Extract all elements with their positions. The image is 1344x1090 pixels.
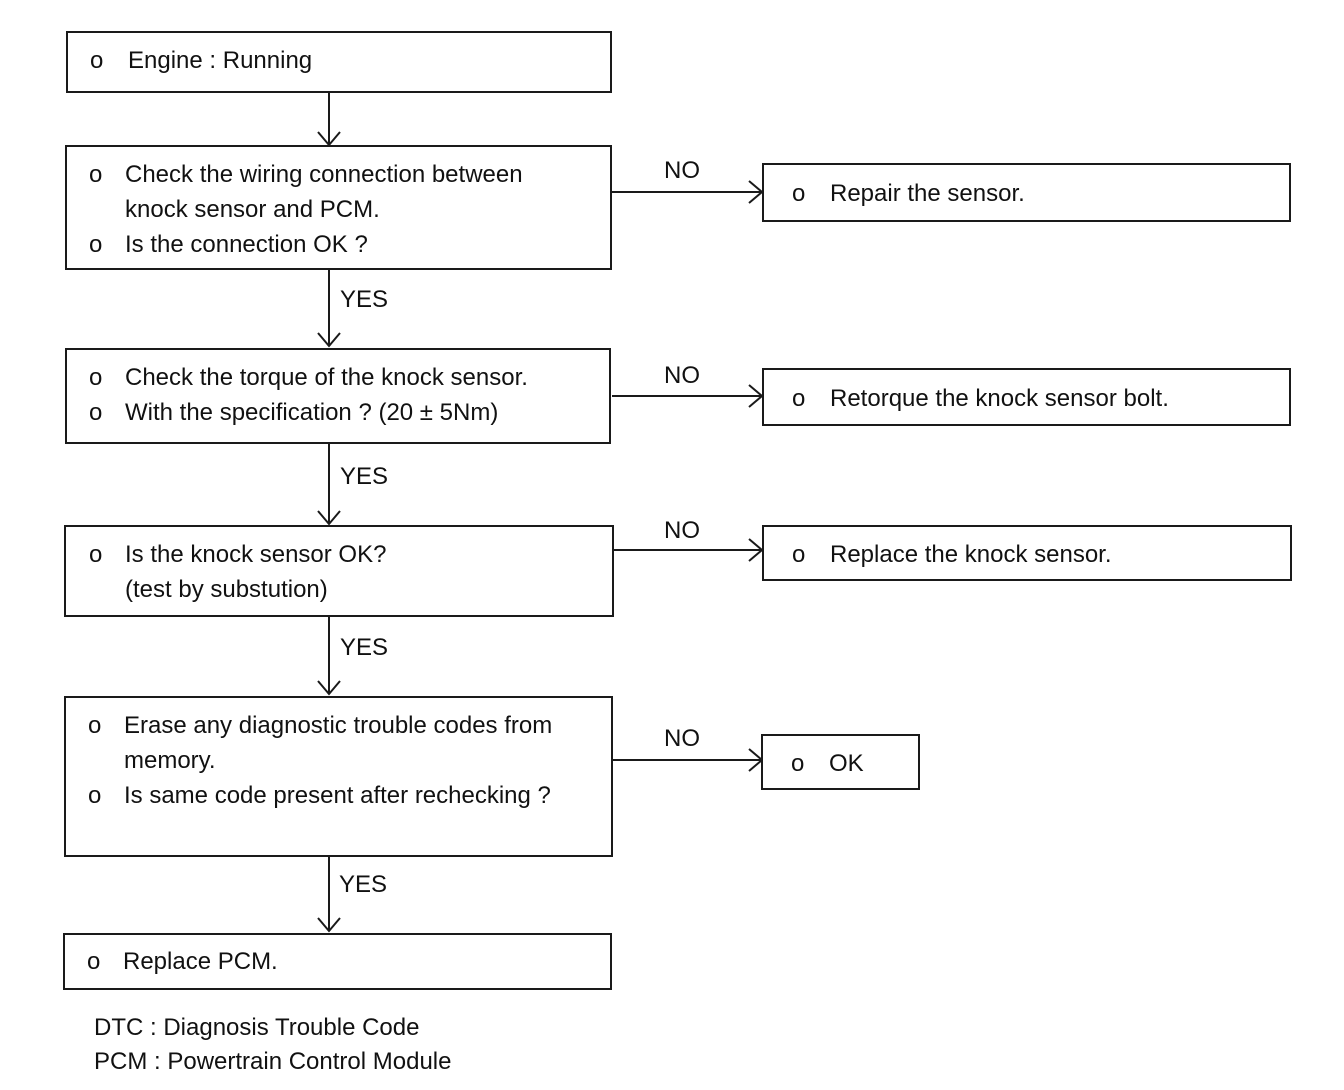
label-no: NO	[664, 517, 700, 544]
step-erase-dtc: o Erase any diagnostic trouble codes fro…	[64, 696, 613, 857]
step-text: Is the connection OK ?	[125, 231, 368, 258]
step-text: Check the torque of the knock sensor.	[125, 364, 528, 391]
label-yes: YES	[340, 634, 389, 661]
label-no: NO	[664, 725, 700, 752]
result-retorque-bolt: o Retorque the knock sensor bolt.	[762, 368, 1291, 426]
bullet-icon: o	[89, 399, 103, 426]
step-engine-running: o Engine : Running	[66, 31, 612, 93]
legend-dtc: DTC : Diagnosis Trouble Code	[94, 1014, 420, 1041]
bullet-icon: o	[89, 161, 103, 188]
label-no: NO	[664, 157, 700, 184]
result-replace-knock-sensor: o Replace the knock sensor.	[762, 525, 1292, 581]
step-text: (test by substution)	[125, 576, 328, 603]
label-yes: YES	[339, 871, 388, 898]
bullet-icon: o	[792, 180, 806, 207]
step-check-torque: o Check the torque of the knock sensor. …	[65, 348, 611, 444]
bullet-icon: o	[792, 541, 806, 568]
step-text: Is the knock sensor OK?	[125, 541, 387, 568]
bullet-icon: o	[792, 385, 806, 412]
legend-pcm: PCM : Powertrain Control Module	[94, 1048, 452, 1075]
step-replace-pcm: o Replace PCM.	[63, 933, 612, 990]
step-text: Check the wiring connection between	[125, 161, 523, 188]
result-text: Replace the knock sensor.	[830, 541, 1112, 568]
bullet-icon: o	[88, 782, 102, 809]
step-text: With the specification ? (20 ± 5Nm)	[125, 399, 499, 426]
bullet-icon: o	[90, 47, 104, 74]
bullet-icon: o	[87, 948, 101, 975]
result-repair-sensor: o Repair the sensor.	[762, 163, 1291, 222]
bullet-icon: o	[89, 364, 103, 391]
step-knock-sensor-ok: o Is the knock sensor OK? (test by subst…	[64, 525, 614, 617]
bullet-icon: o	[791, 750, 805, 777]
step-text: Erase any diagnostic trouble codes from	[124, 712, 553, 739]
label-yes: YES	[340, 463, 389, 490]
step-text: Is same code present after rechecking ?	[124, 782, 551, 809]
label-no: NO	[664, 362, 700, 389]
result-text: OK	[829, 750, 864, 777]
result-text: Retorque the knock sensor bolt.	[830, 385, 1169, 412]
step-text: knock sensor and PCM.	[125, 196, 380, 223]
step-check-wiring: o Check the wiring connection between kn…	[65, 145, 612, 270]
bullet-icon: o	[89, 231, 103, 258]
result-ok: o OK	[761, 734, 920, 790]
result-text: Repair the sensor.	[830, 180, 1025, 207]
bullet-icon: o	[88, 712, 102, 739]
step-text: Engine : Running	[128, 47, 313, 74]
label-yes: YES	[340, 286, 389, 313]
step-text: memory.	[124, 747, 216, 774]
bullet-icon: o	[89, 541, 103, 568]
step-text: Replace PCM.	[123, 948, 278, 975]
